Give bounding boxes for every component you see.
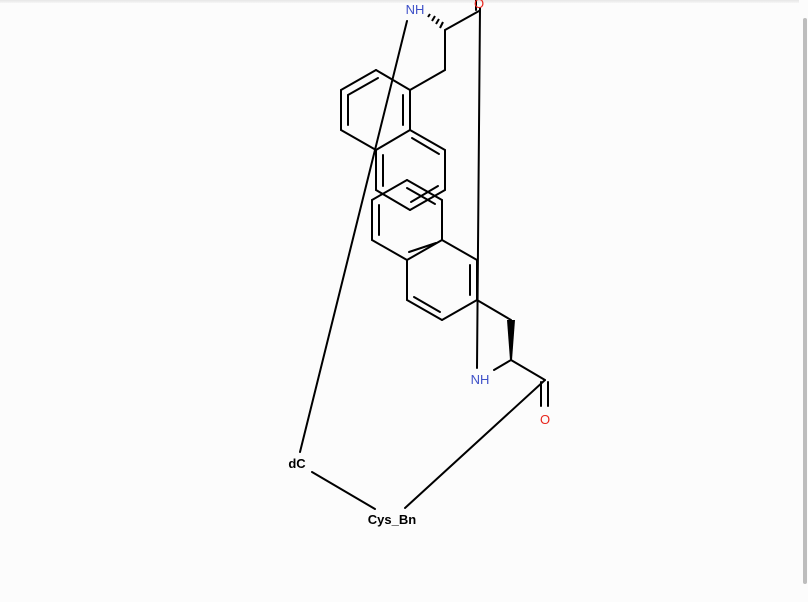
bond-ring-ch2 bbox=[476, 299, 512, 321]
bond-ring-a5 bbox=[375, 129, 411, 151]
atom-label-nh-top: NH bbox=[406, 2, 425, 17]
bond-co-nh bbox=[476, 7, 481, 369]
bond-ring-c6 bbox=[371, 179, 408, 201]
bond-ring-a4 bbox=[340, 129, 377, 151]
bond-ring-d-inner2 bbox=[413, 296, 441, 313]
wedge-bond-bottom bbox=[507, 320, 515, 360]
bond-ring-b-inner1 bbox=[411, 137, 440, 155]
bond-ca-co2 bbox=[510, 359, 546, 381]
bond-ch2-ring bbox=[409, 69, 446, 91]
scrollbar-thumb[interactable] bbox=[803, 18, 807, 584]
bond-ring-c-inner2 bbox=[406, 187, 436, 205]
bond-ring-d4 bbox=[406, 299, 443, 321]
atom-label-cys-bn: Cys_Bn bbox=[368, 512, 416, 527]
bond-ring-d1 bbox=[441, 239, 478, 261]
window-top-edge bbox=[0, 0, 808, 3]
bond-ring-b1 bbox=[409, 129, 446, 151]
atom-labels: NH O NH O dC Cys_Bn bbox=[288, 0, 550, 527]
hash-bond-top bbox=[427, 13, 444, 29]
bond-nh-dc bbox=[299, 20, 408, 453]
atom-label-o-bottom: O bbox=[540, 412, 550, 427]
bond-co2-cys bbox=[404, 379, 546, 509]
bond-ca-co bbox=[444, 10, 480, 31]
bond-ring-a2 bbox=[340, 69, 377, 91]
bond-lines bbox=[299, 0, 549, 510]
atom-label-dc: dC bbox=[288, 456, 306, 471]
bond-ring-a-inner1 bbox=[347, 77, 379, 96]
bond-ring-d3 bbox=[441, 299, 478, 321]
bond-ca-nh bbox=[493, 359, 512, 371]
bond-ring-c1 bbox=[406, 179, 443, 201]
bond-ring-c4 bbox=[371, 239, 408, 261]
bond-ring-c-inner3 bbox=[408, 242, 437, 253]
bond-ring-b4 bbox=[375, 189, 411, 211]
bond-ring-a1 bbox=[375, 69, 411, 91]
atom-label-o-top: O bbox=[474, 0, 484, 11]
bond-ring-b-inner2 bbox=[410, 185, 439, 203]
atom-label-nh-mid: NH bbox=[471, 372, 490, 387]
bond-dc-cys bbox=[311, 471, 376, 510]
